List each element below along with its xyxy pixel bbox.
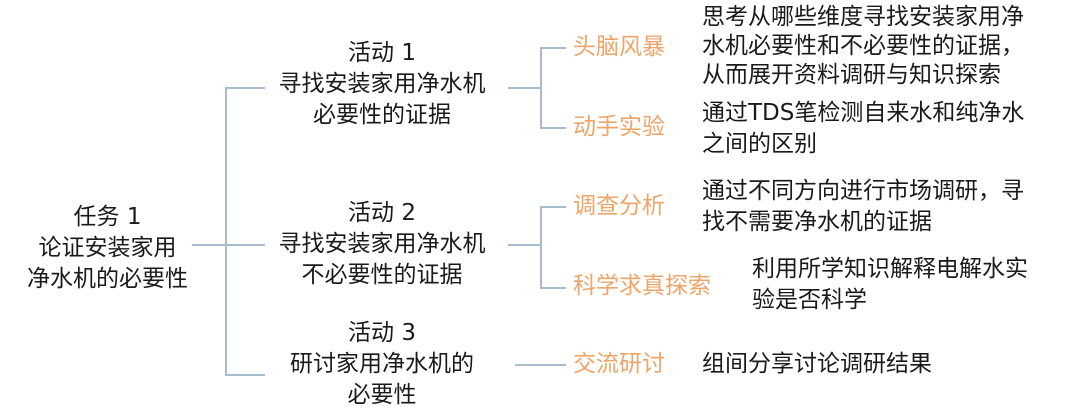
method-label: 科学求真探索 bbox=[573, 273, 711, 299]
method-label: 动手实验 bbox=[573, 114, 665, 140]
connector-line bbox=[540, 127, 566, 129]
activity-line: 研讨家用净水机的 bbox=[290, 351, 474, 377]
activity-line: 寻找安装家用净水机 bbox=[278, 231, 486, 257]
task-line: 论证安装家用 bbox=[38, 235, 177, 261]
description-line: 组间分享讨论调研结果 bbox=[702, 351, 932, 377]
connector-line bbox=[540, 48, 542, 129]
method-description: 组间分享讨论调研结果 bbox=[702, 349, 932, 380]
description-line: 找不需要净水机的证据 bbox=[702, 209, 932, 235]
method-description: 利用所学知识解释电解水实 验是否科学 bbox=[752, 254, 1028, 316]
method-description: 通过TDS笔检测自来水和纯净水 之间的区别 bbox=[702, 98, 1024, 160]
description-line: 验是否科学 bbox=[752, 287, 867, 313]
activity-3-node: 活动 3 研讨家用净水机的 必要性 bbox=[262, 318, 502, 411]
connector-line bbox=[540, 207, 542, 289]
activity-line: 不必要性的证据 bbox=[301, 262, 463, 288]
description-line: 水机必要性和不必要性的证据， bbox=[702, 33, 1024, 59]
connector-line bbox=[508, 87, 541, 89]
connector-line bbox=[225, 87, 265, 89]
activity-1-node: 活动 1 寻找安装家用净水机 必要性的证据 bbox=[262, 38, 502, 131]
description-line: 通过不同方向进行市场调研，寻 bbox=[702, 178, 1024, 204]
activity-title: 活动 2 bbox=[348, 200, 416, 226]
description-line: 思考从哪些维度寻找安装家用净 bbox=[702, 4, 1024, 30]
description-line: 通过TDS笔检测自来水和纯净水 bbox=[702, 100, 1025, 126]
activity-line: 必要性 bbox=[347, 382, 417, 408]
activity-2-node: 活动 2 寻找安装家用净水机 不必要性的证据 bbox=[262, 198, 502, 291]
description-line: 利用所学知识解释电解水实 bbox=[752, 256, 1028, 282]
activity-title: 活动 1 bbox=[348, 40, 416, 66]
connector-line bbox=[515, 364, 566, 366]
method-label: 头脑风暴 bbox=[573, 34, 665, 60]
description-line: 从而展开资料调研与知识探索 bbox=[702, 62, 1001, 88]
connector-line bbox=[508, 244, 541, 246]
task-node: 任务 1 论证安装家用 净水机的必要性 bbox=[20, 202, 195, 295]
connector-line bbox=[192, 244, 226, 246]
connector-line bbox=[225, 244, 265, 246]
connector-line bbox=[225, 88, 227, 376]
method-description: 通过不同方向进行市场调研，寻 找不需要净水机的证据 bbox=[702, 176, 1024, 238]
method-description: 思考从哪些维度寻找安装家用净 水机必要性和不必要性的证据， 从而展开资料调研与知… bbox=[702, 3, 1024, 90]
activity-line: 寻找安装家用净水机 bbox=[278, 71, 486, 97]
method-label: 调查分析 bbox=[573, 193, 665, 219]
activity-line: 必要性的证据 bbox=[313, 102, 451, 128]
connector-line bbox=[540, 287, 566, 289]
connector-line bbox=[540, 206, 566, 208]
task-line: 净水机的必要性 bbox=[27, 266, 188, 292]
connector-line bbox=[540, 47, 566, 49]
activity-title: 活动 3 bbox=[348, 320, 416, 346]
task-title: 任务 1 bbox=[73, 204, 142, 230]
method-label: 交流研讨 bbox=[573, 351, 665, 377]
connector-line bbox=[225, 374, 265, 376]
description-line: 之间的区别 bbox=[702, 131, 817, 157]
